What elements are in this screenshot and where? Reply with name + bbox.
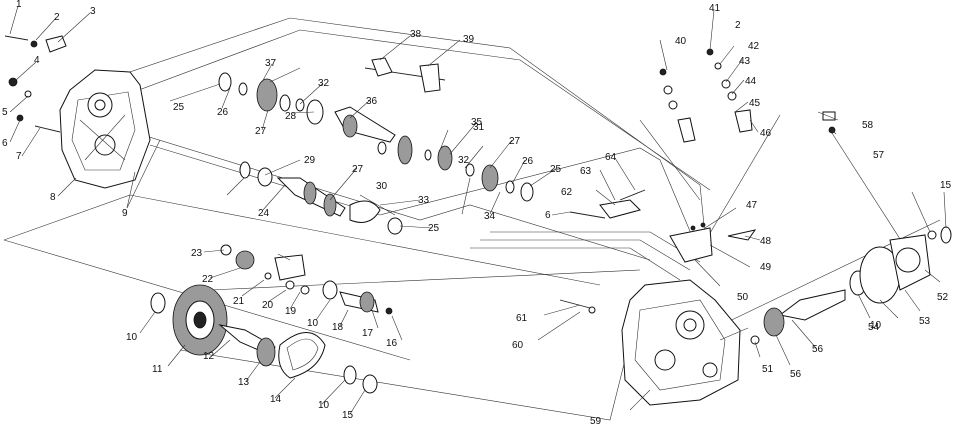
callout-number: 30 xyxy=(376,181,388,192)
callout-number: 42 xyxy=(748,41,760,52)
callout-number: 3 xyxy=(90,6,96,17)
callout-number: 40 xyxy=(675,36,687,47)
callout-number: 16 xyxy=(386,338,398,349)
callout-number: 35 xyxy=(471,117,483,128)
callout-number: 37 xyxy=(265,58,277,69)
output-flange-assembly xyxy=(750,226,952,345)
middle-shaft-assembly xyxy=(239,161,403,235)
callout-number: 1 xyxy=(16,0,22,10)
callout-number: 18 xyxy=(332,322,344,333)
callout-number: 52 xyxy=(937,292,949,303)
callout-number: 9 xyxy=(122,208,128,219)
callout-number: 41 xyxy=(709,3,721,14)
callout-number: 32 xyxy=(458,155,470,166)
callout-number: 25 xyxy=(550,164,562,175)
callout-number: 63 xyxy=(580,166,592,177)
callout-number: 39 xyxy=(463,34,475,45)
callout-number: 49 xyxy=(760,262,772,273)
plug-parts xyxy=(822,111,836,134)
callout-number: 6 xyxy=(2,138,8,149)
callout-number: 26 xyxy=(522,156,534,167)
callout-number: 25 xyxy=(428,223,440,234)
callout-number: 51 xyxy=(762,364,774,375)
leader-lines xyxy=(9,5,947,415)
callout-number: 19 xyxy=(285,306,297,317)
left-small-parts xyxy=(8,77,61,133)
callout-number: 57 xyxy=(873,150,885,161)
callout-number: 24 xyxy=(258,208,270,219)
callout-number: 44 xyxy=(745,76,757,87)
callout-number: 4 xyxy=(34,55,40,66)
assembly-guide-lines xyxy=(3,17,941,421)
callout-number: 36 xyxy=(366,96,378,107)
callout-number: 27 xyxy=(255,126,267,137)
bolt-and-washers-top-left xyxy=(4,35,67,53)
bracket-parts xyxy=(669,222,757,263)
callout-number: 56 xyxy=(790,369,802,380)
ring-gear-and-washer xyxy=(150,284,228,356)
callout-number: 12 xyxy=(203,351,215,362)
callout-number: 32 xyxy=(318,78,330,89)
callout-number: 47 xyxy=(746,200,758,211)
callout-number: 21 xyxy=(233,296,245,307)
detent-parts xyxy=(569,189,646,219)
callout-number: 2 xyxy=(735,20,741,31)
output-shaft-and-chain xyxy=(218,324,378,394)
callout-number: 45 xyxy=(749,98,761,109)
callout-number: 20 xyxy=(262,300,274,311)
callout-number: 56 xyxy=(812,344,824,355)
callout-number: 61 xyxy=(516,313,528,324)
callout-number: 10 xyxy=(126,332,138,343)
callout-number: 38 xyxy=(410,29,422,40)
callout-number: 8 xyxy=(50,192,56,203)
callout-number: 23 xyxy=(191,248,203,259)
callout-number: 7 xyxy=(16,151,22,162)
callout-number: 43 xyxy=(739,56,751,67)
callout-number: 17 xyxy=(362,328,374,339)
lower-gear-assembly xyxy=(220,244,393,315)
callout-number: 33 xyxy=(418,195,430,206)
left-case-housing xyxy=(59,69,151,189)
callout-number: 25 xyxy=(173,102,185,113)
callout-number: 46 xyxy=(760,128,772,139)
right-case-housing xyxy=(621,279,741,406)
callout-number: 58 xyxy=(862,120,874,131)
valve-parts-upper-right xyxy=(659,48,753,143)
callout-number: 29 xyxy=(304,155,316,166)
callout-number: 62 xyxy=(561,187,573,198)
callout-number: 31 xyxy=(473,122,485,133)
callout-number: 48 xyxy=(760,236,772,247)
callout-number: 10 xyxy=(870,320,882,331)
shift-forks xyxy=(364,57,446,93)
pin-parts-60-61 xyxy=(559,299,596,314)
callout-number: 15 xyxy=(342,410,354,421)
callout-number: 53 xyxy=(919,316,931,327)
callout-number: 34 xyxy=(484,211,496,222)
upper-shaft-gear-stack xyxy=(218,72,534,202)
callout-number: 2 xyxy=(54,12,60,23)
callout-number: 10 xyxy=(318,400,330,411)
callout-number: 50 xyxy=(737,292,749,303)
callout-number: 22 xyxy=(202,274,214,285)
callout-number: 27 xyxy=(509,136,521,147)
callout-number: 60 xyxy=(512,340,524,351)
callout-number: 10 xyxy=(307,318,319,329)
callout-number: 27 xyxy=(352,164,364,175)
callout-number: 13 xyxy=(238,377,250,388)
callout-number: 15 xyxy=(940,180,952,191)
callout-number: 14 xyxy=(270,394,282,405)
callout-number: 5 xyxy=(2,107,8,118)
callout-number: 26 xyxy=(217,107,229,118)
callout-number: 54 xyxy=(868,322,880,333)
callout-number: 28 xyxy=(285,111,297,122)
callout-number: 11 xyxy=(152,364,163,375)
callout-number: 6 xyxy=(545,210,551,221)
callout-number: 59 xyxy=(590,416,602,424)
callout-number: 64 xyxy=(605,152,617,163)
